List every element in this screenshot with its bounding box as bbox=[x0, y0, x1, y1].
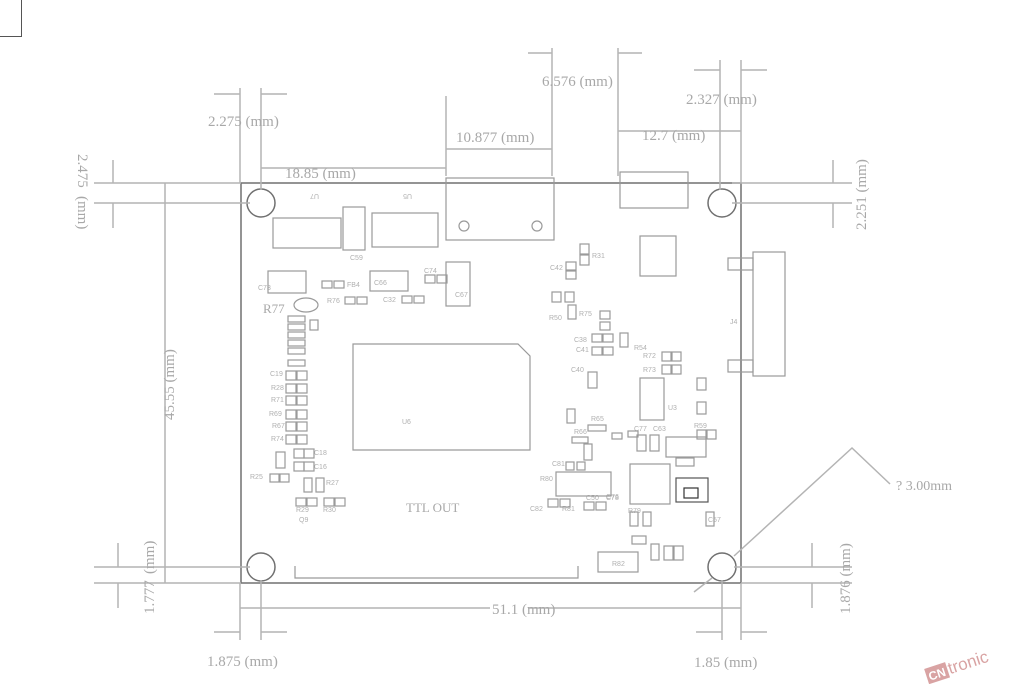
r28-label: R28 bbox=[271, 385, 284, 392]
r30-label: R30 bbox=[323, 507, 336, 514]
dim-4555: 45.55 (mm) bbox=[162, 349, 178, 420]
j4-tab-top bbox=[727, 257, 754, 271]
r31-label: R31 bbox=[592, 253, 605, 260]
r73-label: R73 bbox=[643, 367, 656, 374]
c81-label: C81 bbox=[552, 461, 565, 468]
c73-label: C73 bbox=[258, 285, 271, 292]
r50-label: R50 bbox=[549, 315, 562, 322]
c66-label: C66 bbox=[374, 280, 387, 287]
c50-label: C50 bbox=[586, 495, 599, 502]
r65-label: R65 bbox=[591, 416, 604, 423]
connector-pin-1 bbox=[458, 220, 470, 232]
brand-logo-box bbox=[924, 662, 951, 685]
pcb-board: U6 TTL OUT U5 U7 J4 R77 C73 FB4 R76 C66 … bbox=[240, 171, 786, 584]
dim-2475-unit: (mm) bbox=[74, 196, 90, 229]
dim-10877: 10.877 (mm) bbox=[456, 130, 534, 146]
mount-hole-bottom-right bbox=[707, 552, 737, 582]
r71-label: R71 bbox=[271, 397, 284, 404]
r82-label: R82 bbox=[612, 561, 625, 568]
c59-label: C59 bbox=[350, 255, 363, 262]
component-pads bbox=[267, 243, 717, 573]
brand-logo-graphic: CN tronic bbox=[924, 647, 991, 685]
u7-label: U7 bbox=[310, 192, 319, 199]
r66-label: R66 bbox=[574, 429, 587, 436]
r76-label: R76 bbox=[327, 298, 340, 305]
c19-label: C19 bbox=[270, 371, 283, 378]
u5-label: U5 bbox=[403, 192, 412, 199]
c42-label: C42 bbox=[550, 265, 563, 272]
u7-regulator-right bbox=[371, 212, 439, 248]
c76-label: C76 bbox=[606, 494, 619, 501]
u6-chip bbox=[352, 343, 531, 451]
ttl-out-connector bbox=[294, 566, 579, 579]
c18-label: C18 bbox=[314, 450, 327, 457]
dim-hole-diameter: ? 3.00mm bbox=[896, 479, 952, 494]
r75-label: R75 bbox=[579, 311, 592, 318]
brand-logo: CN tronic bbox=[920, 640, 1010, 685]
c41-label: C41 bbox=[576, 347, 589, 354]
dim-1876: 1.876 (mm) bbox=[838, 543, 854, 614]
dimension-lines bbox=[94, 48, 891, 640]
dim-2251: 2.251 (mm) bbox=[854, 159, 870, 230]
c63-label: C63 bbox=[653, 426, 666, 433]
u7-center bbox=[342, 206, 366, 251]
c16-label: C16 bbox=[314, 464, 327, 471]
mount-hole-bottom-left bbox=[246, 552, 276, 582]
dimension-labels: 6.576 (mm) 2.327 (mm) 2.275 (mm) 10.877 … bbox=[74, 74, 952, 671]
r74-label: R74 bbox=[271, 436, 284, 443]
c40-label: C40 bbox=[571, 367, 584, 374]
j4-tab-bottom bbox=[727, 359, 754, 373]
c82-label: C82 bbox=[530, 506, 543, 513]
r81-label: R81 bbox=[562, 506, 575, 513]
dim-1875: 1.875 (mm) bbox=[207, 654, 278, 670]
ttl-out-label: TTL OUT bbox=[406, 500, 459, 515]
usb-connector bbox=[445, 177, 555, 241]
r77-pad bbox=[293, 297, 319, 313]
r54-label: R54 bbox=[634, 345, 647, 352]
r72-label: R72 bbox=[643, 353, 656, 360]
pcb-outline bbox=[240, 182, 742, 584]
j4-connector bbox=[752, 251, 786, 377]
c32-label: C32 bbox=[383, 297, 396, 304]
r67-label: R67 bbox=[272, 423, 285, 430]
fb4-label: FB4 bbox=[347, 282, 360, 289]
r27-label: R27 bbox=[326, 480, 339, 487]
dim-2327: 2.327 (mm) bbox=[686, 92, 757, 108]
r25-label: R25 bbox=[250, 474, 263, 481]
dim-127: 12.7 (mm) bbox=[642, 128, 705, 144]
dim-2275: 2.275 (mm) bbox=[208, 114, 279, 130]
dim-1885: 18.85 (mm) bbox=[285, 166, 356, 182]
c67-label: C67 bbox=[455, 292, 468, 299]
r60-block bbox=[639, 235, 677, 277]
c77-label: C77 bbox=[634, 426, 647, 433]
r80-label: R80 bbox=[540, 476, 553, 483]
dim-185: 1.85 (mm) bbox=[694, 655, 757, 671]
corner-frame bbox=[0, 0, 22, 37]
dim-6576: 6.576 (mm) bbox=[542, 74, 613, 90]
q9-label: Q9 bbox=[299, 517, 308, 524]
u7-regulator-left bbox=[272, 217, 342, 249]
r59-label: R59 bbox=[694, 423, 707, 430]
dim-2475: 2.475 bbox=[74, 154, 90, 188]
c74-label: C74 bbox=[424, 268, 437, 275]
c38-label: C38 bbox=[574, 337, 587, 344]
dim-511: 51.1 (mm) bbox=[492, 602, 555, 618]
mount-hole-top-left bbox=[246, 188, 276, 218]
r77-label: R77 bbox=[263, 301, 285, 316]
dim-1777-unit: (mm) bbox=[142, 541, 158, 574]
j4-label: J4 bbox=[730, 319, 738, 326]
top-right-connector bbox=[619, 171, 689, 209]
connector-pin-2 bbox=[531, 220, 543, 232]
brand-prefix: CN bbox=[927, 665, 948, 684]
mount-hole-top-right bbox=[707, 188, 737, 218]
u6-label: U6 bbox=[402, 419, 411, 426]
r29-label: R29 bbox=[296, 507, 309, 514]
c78-label: C78 bbox=[606, 495, 619, 502]
dim-1777: 1.777 bbox=[142, 580, 158, 614]
r69-label: R69 bbox=[269, 411, 282, 418]
u3-label: U3 bbox=[668, 405, 677, 412]
brand-name: tronic bbox=[945, 647, 991, 678]
